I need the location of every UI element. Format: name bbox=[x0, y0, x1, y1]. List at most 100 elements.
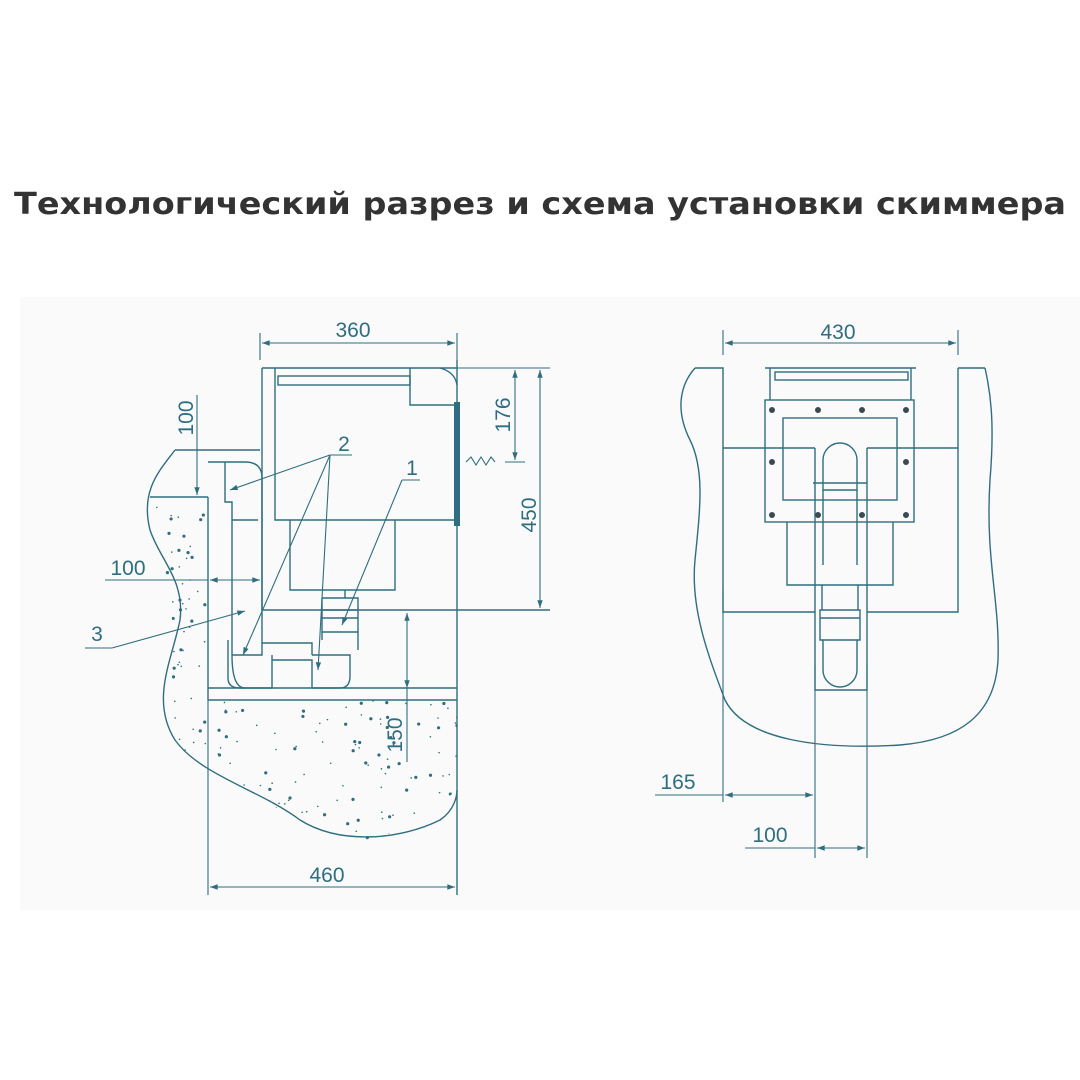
concrete-speck bbox=[271, 782, 273, 785]
concrete-speck bbox=[392, 814, 394, 816]
concrete-speck bbox=[180, 665, 183, 668]
concrete-speck bbox=[295, 745, 297, 748]
concrete-speck bbox=[174, 717, 176, 719]
concrete-speck bbox=[224, 710, 228, 714]
concrete-speck bbox=[381, 811, 383, 814]
concrete-speck bbox=[174, 700, 176, 703]
concrete-speck bbox=[177, 548, 181, 552]
concrete-speck bbox=[379, 723, 382, 725]
concrete-speck bbox=[305, 810, 308, 813]
concrete-speck bbox=[275, 748, 277, 751]
concrete-speck bbox=[392, 741, 396, 745]
concrete-speck bbox=[321, 741, 324, 743]
concrete-speck bbox=[322, 813, 327, 817]
pipe-channel bbox=[208, 461, 263, 689]
dim-total-height: 450 bbox=[518, 497, 541, 532]
concrete-speck bbox=[319, 722, 321, 725]
concrete-speck bbox=[189, 545, 192, 548]
concrete-speck bbox=[169, 517, 173, 521]
concrete-speck bbox=[353, 739, 357, 744]
concrete-speck bbox=[345, 706, 347, 709]
callout-1: 1 bbox=[406, 457, 418, 480]
bolt-icon bbox=[769, 407, 775, 413]
concrete-speck bbox=[177, 663, 179, 666]
pipe-slot-lower bbox=[822, 640, 858, 688]
concrete-speck bbox=[364, 761, 368, 765]
concrete-speck bbox=[355, 830, 358, 833]
concrete-speck bbox=[303, 773, 305, 776]
concrete-speck bbox=[436, 726, 441, 730]
concrete-speck bbox=[359, 701, 363, 705]
concrete-speck bbox=[177, 516, 180, 518]
concrete-speck bbox=[417, 722, 421, 726]
concrete-speck bbox=[381, 817, 384, 820]
dim-wall-top: 100 bbox=[175, 400, 198, 435]
dim-front-width: 430 bbox=[820, 321, 855, 344]
concrete-speck bbox=[386, 758, 389, 760]
concrete-speck bbox=[342, 784, 344, 787]
concrete-speck bbox=[369, 717, 373, 721]
concrete-speck bbox=[413, 812, 416, 815]
concrete-speck bbox=[367, 764, 370, 767]
faceplate-opening bbox=[782, 417, 898, 501]
concrete-speck bbox=[344, 722, 348, 726]
concrete-speck bbox=[351, 749, 355, 753]
concrete-speck bbox=[392, 743, 395, 746]
concrete-speck bbox=[329, 762, 332, 765]
concrete-speck bbox=[447, 707, 449, 710]
concrete-speck bbox=[179, 648, 183, 652]
concrete-speck bbox=[199, 518, 203, 522]
concrete-speck bbox=[380, 768, 383, 770]
faceplate-bolts bbox=[769, 407, 909, 518]
concrete-speck bbox=[389, 735, 393, 740]
concrete-speck bbox=[448, 773, 451, 776]
concrete-speck bbox=[455, 723, 457, 728]
front-view: 430 165 100 bbox=[655, 321, 999, 858]
concrete-speck bbox=[190, 619, 194, 623]
concrete-speck bbox=[183, 630, 185, 633]
concrete-speck bbox=[170, 551, 173, 553]
concrete-speck bbox=[430, 703, 432, 706]
bolt-icon bbox=[815, 407, 821, 413]
concrete-speck bbox=[380, 786, 383, 789]
concrete-speck bbox=[236, 740, 238, 743]
dim-upper-height: 176 bbox=[492, 397, 515, 432]
weir-slot-front bbox=[774, 371, 909, 381]
concrete-speck bbox=[437, 717, 439, 719]
concrete-speck bbox=[438, 791, 441, 794]
dim-pipe: 100 bbox=[752, 824, 787, 847]
concrete-speck bbox=[288, 796, 292, 800]
concrete-speck bbox=[192, 741, 195, 744]
concrete-speck bbox=[315, 730, 318, 733]
concrete-speck bbox=[229, 762, 231, 765]
concrete-speck bbox=[255, 724, 258, 727]
concrete-speck bbox=[178, 738, 181, 741]
callout-3: 3 bbox=[91, 623, 103, 646]
concrete-speck bbox=[356, 818, 360, 822]
concrete-speck bbox=[274, 732, 276, 735]
concrete-speck bbox=[316, 805, 319, 808]
bolt-icon bbox=[903, 459, 909, 465]
bolt-icon bbox=[769, 512, 775, 518]
concrete-speck bbox=[405, 702, 407, 705]
concrete-speck bbox=[182, 649, 184, 652]
concrete-speck bbox=[397, 762, 401, 766]
concrete-speck bbox=[386, 765, 391, 769]
faceplate-frame bbox=[764, 399, 915, 523]
concrete-speck bbox=[358, 740, 362, 745]
concrete-speck bbox=[192, 728, 195, 731]
concrete-speck bbox=[171, 675, 176, 679]
page-title: Технологический разрез и схема установки… bbox=[14, 187, 1066, 222]
concrete-speck bbox=[181, 602, 184, 605]
concrete-speck bbox=[198, 729, 202, 733]
concrete-speck bbox=[181, 582, 184, 585]
concrete-speck bbox=[201, 513, 205, 517]
drawing-panel bbox=[20, 297, 1080, 910]
callout-2: 2 bbox=[338, 433, 350, 456]
pipe-slot-upper bbox=[822, 442, 858, 491]
concrete-speck bbox=[198, 665, 201, 667]
concrete-speck bbox=[173, 650, 175, 653]
bolt-icon bbox=[815, 512, 821, 518]
concrete-speck bbox=[170, 567, 174, 571]
